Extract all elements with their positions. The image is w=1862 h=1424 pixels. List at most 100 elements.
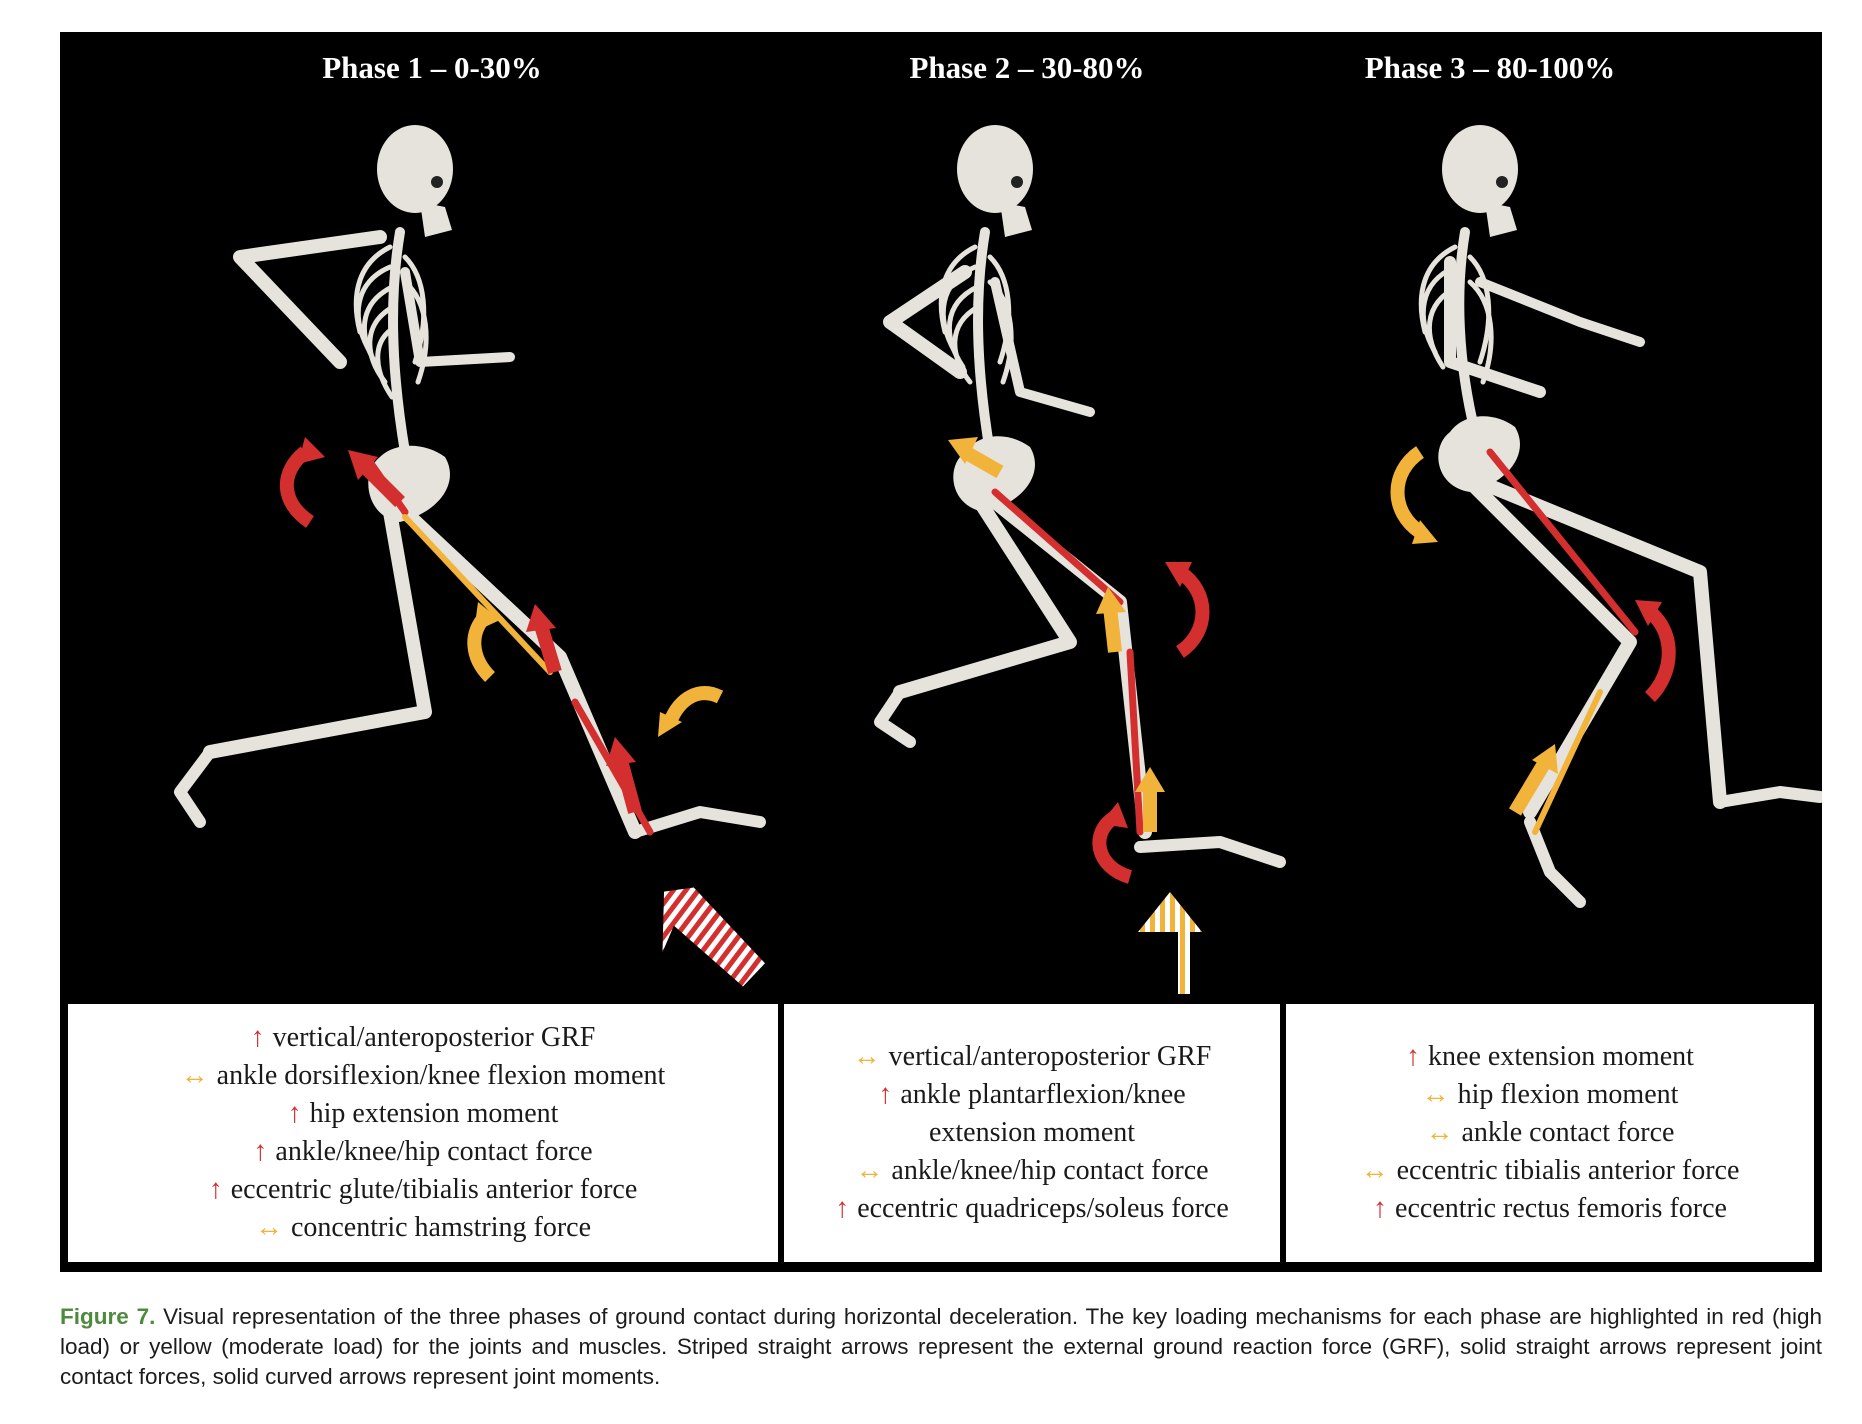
figure-caption: Figure 7. Visual representation of the t… [60, 1302, 1822, 1392]
ankle-contact-arrowhead-2 [1135, 767, 1165, 792]
summary-line: ↔ankle contact force [1426, 1114, 1675, 1152]
ankle-contact-arrow-3 [1508, 758, 1552, 816]
spine [1454, 227, 1480, 437]
increase-symbol: ↑ [287, 1098, 302, 1129]
unchanged-symbol: ↔ [1360, 1155, 1389, 1186]
summary-text: eccentric tibialis anterior force [1396, 1155, 1740, 1186]
hip-contact-arrowhead-1 [348, 450, 378, 480]
hip-contact-arrow-2 [961, 445, 1004, 479]
unchanged-symbol: ↔ [1421, 1079, 1450, 1110]
summary-line: ↑vertical/anteroposterior GRF [251, 1019, 596, 1057]
ankle-contact-arrowhead-1 [606, 737, 636, 766]
phase-3-summary: ↑knee extension moment ↔hip flexion mome… [1286, 1004, 1814, 1262]
summary-line: ↔ankle dorsiflexion/knee flexion moment [181, 1057, 666, 1095]
skeleton-phase-1 [174, 125, 766, 839]
tibialis-anterior-muscle [571, 698, 654, 836]
knee-moment-arrowhead-3 [1635, 600, 1662, 626]
increase-symbol: ↑ [835, 1193, 850, 1224]
summary-line: ↑ankle/knee/hip contact force [253, 1133, 592, 1171]
knee-moment-arrowhead-2 [1165, 562, 1192, 587]
hip-moment-arrow-1 [279, 446, 315, 528]
pelvis [368, 445, 450, 522]
rear-leg [1473, 475, 1727, 809]
spine [388, 227, 410, 457]
pelvis [1438, 416, 1520, 492]
summary-text: eccentric quadriceps/soleus force [857, 1193, 1229, 1224]
rear-leg [893, 495, 1077, 699]
summary-text: ankle dorsiflexion/knee flexion moment [216, 1060, 666, 1091]
increase-symbol: ↑ [253, 1136, 268, 1167]
front-arm [1475, 277, 1645, 347]
summary-text: hip flexion moment [1457, 1079, 1679, 1110]
skeleton-illustration [174, 125, 1822, 994]
summary-line: extension moment [929, 1114, 1135, 1152]
knee-contact-arrowhead-2 [1096, 587, 1126, 614]
rear-foot [874, 686, 916, 748]
skull [1442, 125, 1518, 237]
rear-arm [883, 265, 972, 379]
skull [957, 125, 1033, 237]
hip-contact-arrowhead-2 [948, 437, 978, 464]
summary-line: ↔concentric hamstring force [255, 1209, 591, 1247]
summary-line: ↑knee extension moment [1406, 1038, 1694, 1076]
rear-arm [233, 230, 387, 369]
unchanged-symbol: ↔ [1425, 1117, 1454, 1148]
skeleton-phase-2 [874, 125, 1286, 868]
summary-text: ankle/knee/hip contact force [275, 1136, 593, 1167]
phase-1-title: Phase 1 – 0-30% [322, 50, 542, 85]
hamstring-muscle [402, 514, 553, 675]
increase-symbol: ↑ [250, 1022, 265, 1053]
knee-contact-arrow-1 [533, 619, 562, 675]
summary-text: eccentric glute/tibialis anterior force [230, 1174, 638, 1205]
hip-moment-arrowhead-1 [298, 437, 325, 464]
rear-arm [1444, 256, 1546, 398]
unchanged-symbol: ↔ [180, 1060, 209, 1091]
knee-moment-arrow-2 [1175, 566, 1210, 658]
summary-text: vertical/anteroposterior GRF [272, 1022, 596, 1053]
rear-leg [203, 505, 432, 759]
phase-2-title: Phase 2 – 30-80% [909, 50, 1145, 85]
summary-text: ankle contact force [1461, 1117, 1675, 1148]
unchanged-symbol: ↔ [852, 1041, 881, 1072]
knee-contact-arrow-2 [1103, 606, 1122, 653]
summary-line: ↑eccentric glute/tibialis anterior force [209, 1171, 638, 1209]
phase-2-summary: ↔vertical/anteroposterior GRF ↑ankle pla… [784, 1004, 1280, 1262]
increase-symbol: ↑ [878, 1079, 893, 1110]
phase-1-summary: ↑vertical/anteroposterior GRF ↔ankle dor… [68, 1004, 778, 1262]
hip-moment-arrowhead-3 [1412, 520, 1438, 544]
skeleton-phase-3 [1418, 125, 1822, 908]
front-leg [1463, 475, 1637, 819]
summary-text: hip extension moment [309, 1098, 559, 1129]
knee-contact-arrowhead-1 [526, 604, 556, 632]
tibialis-anterior-muscle [1532, 689, 1603, 835]
ankle-moment-arrow-1 [663, 686, 724, 725]
front-foot [1524, 816, 1586, 908]
grf-arrow-1 [662, 887, 765, 987]
knee-moment-arc-3 [1644, 606, 1676, 702]
front-foot [1134, 836, 1286, 868]
ankle-moment-arrowhead-1 [658, 712, 682, 737]
summary-text: extension moment [928, 1117, 1136, 1148]
increase-symbol: ↑ [1406, 1041, 1421, 1072]
rectus-femoris-muscle [1486, 448, 1639, 636]
grf-arrow-2 [1138, 892, 1202, 994]
rear-foot [1714, 786, 1822, 808]
knee-moment-arrowhead-1 [474, 602, 500, 632]
unchanged-symbol: ↔ [855, 1155, 884, 1186]
front-foot [629, 806, 766, 838]
increase-symbol: ↑ [208, 1174, 223, 1205]
summary-text: concentric hamstring force [290, 1212, 592, 1243]
spine [973, 227, 995, 457]
front-arm [400, 267, 515, 367]
front-arm [990, 277, 1095, 417]
summary-line: ↑ankle plantarflexion/knee [878, 1076, 1185, 1114]
summary-line: ↔hip flexion moment [1422, 1076, 1679, 1114]
quadriceps-muscle [991, 488, 1124, 606]
unchanged-symbol: ↔ [254, 1212, 283, 1243]
summary-text: ankle plantarflexion/knee [900, 1079, 1186, 1110]
ankle-moment-arrowhead-2 [1100, 802, 1128, 828]
summary-line: ↑hip extension moment [288, 1095, 559, 1133]
summary-line: ↔vertical/anteroposterior GRF [853, 1038, 1212, 1076]
caption-text: Visual representation of the three phase… [60, 1304, 1822, 1389]
summary-text: eccentric rectus femoris force [1395, 1193, 1727, 1224]
